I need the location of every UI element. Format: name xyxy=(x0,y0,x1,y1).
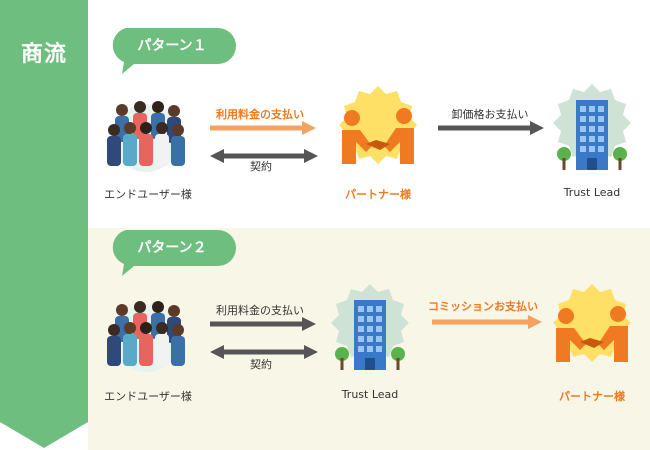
pattern-2-payment-arrow xyxy=(210,317,316,331)
people-group-icon xyxy=(107,301,185,372)
pattern-1-partner-caption: パートナー様 xyxy=(345,188,411,201)
pattern-1-end-user-caption: エンドユーザー様 xyxy=(104,188,192,201)
people-group-icon xyxy=(107,101,185,172)
pattern-1-payment-label: 利用料金の支払い xyxy=(216,108,304,121)
pattern-1-contract-label: 契約 xyxy=(250,160,272,173)
handshake-icon xyxy=(553,284,631,362)
pattern-2-contract-arrow xyxy=(210,345,318,359)
office-building-icon xyxy=(331,284,409,370)
pattern-1-wholesale-label: 卸価格お支払い xyxy=(451,108,529,121)
handshake-icon xyxy=(339,86,417,164)
pattern-2-pill xyxy=(112,230,236,276)
pattern-2-contract-label: 契約 xyxy=(250,358,272,371)
pattern-2-partner-caption: パートナー様 xyxy=(559,390,625,403)
pattern-2-title: パターン２ xyxy=(137,240,207,256)
sidebar-label: 商流 xyxy=(20,42,67,67)
sidebar-arrow-banner xyxy=(0,0,88,448)
pattern-2-end-user-caption: エンドユーザー様 xyxy=(104,390,192,403)
pattern-1-wholesale-arrow xyxy=(438,121,544,135)
office-building-icon xyxy=(553,84,631,170)
pattern-2-payment-label: 利用料金の支払い xyxy=(216,304,304,317)
pattern-2-commission-arrow xyxy=(432,315,542,329)
pattern-1-payment-arrow xyxy=(210,121,316,135)
pattern-1-title: パターン１ xyxy=(137,38,207,54)
pattern-2-commission-label: コミッションお支払い xyxy=(428,300,538,313)
pattern-2-trustlead-caption: Trust Lead xyxy=(341,388,399,401)
pattern-1-trustlead-caption: Trust Lead xyxy=(563,186,621,199)
pattern-1-contract-arrow xyxy=(210,149,318,163)
pattern-1-pill xyxy=(112,28,236,74)
